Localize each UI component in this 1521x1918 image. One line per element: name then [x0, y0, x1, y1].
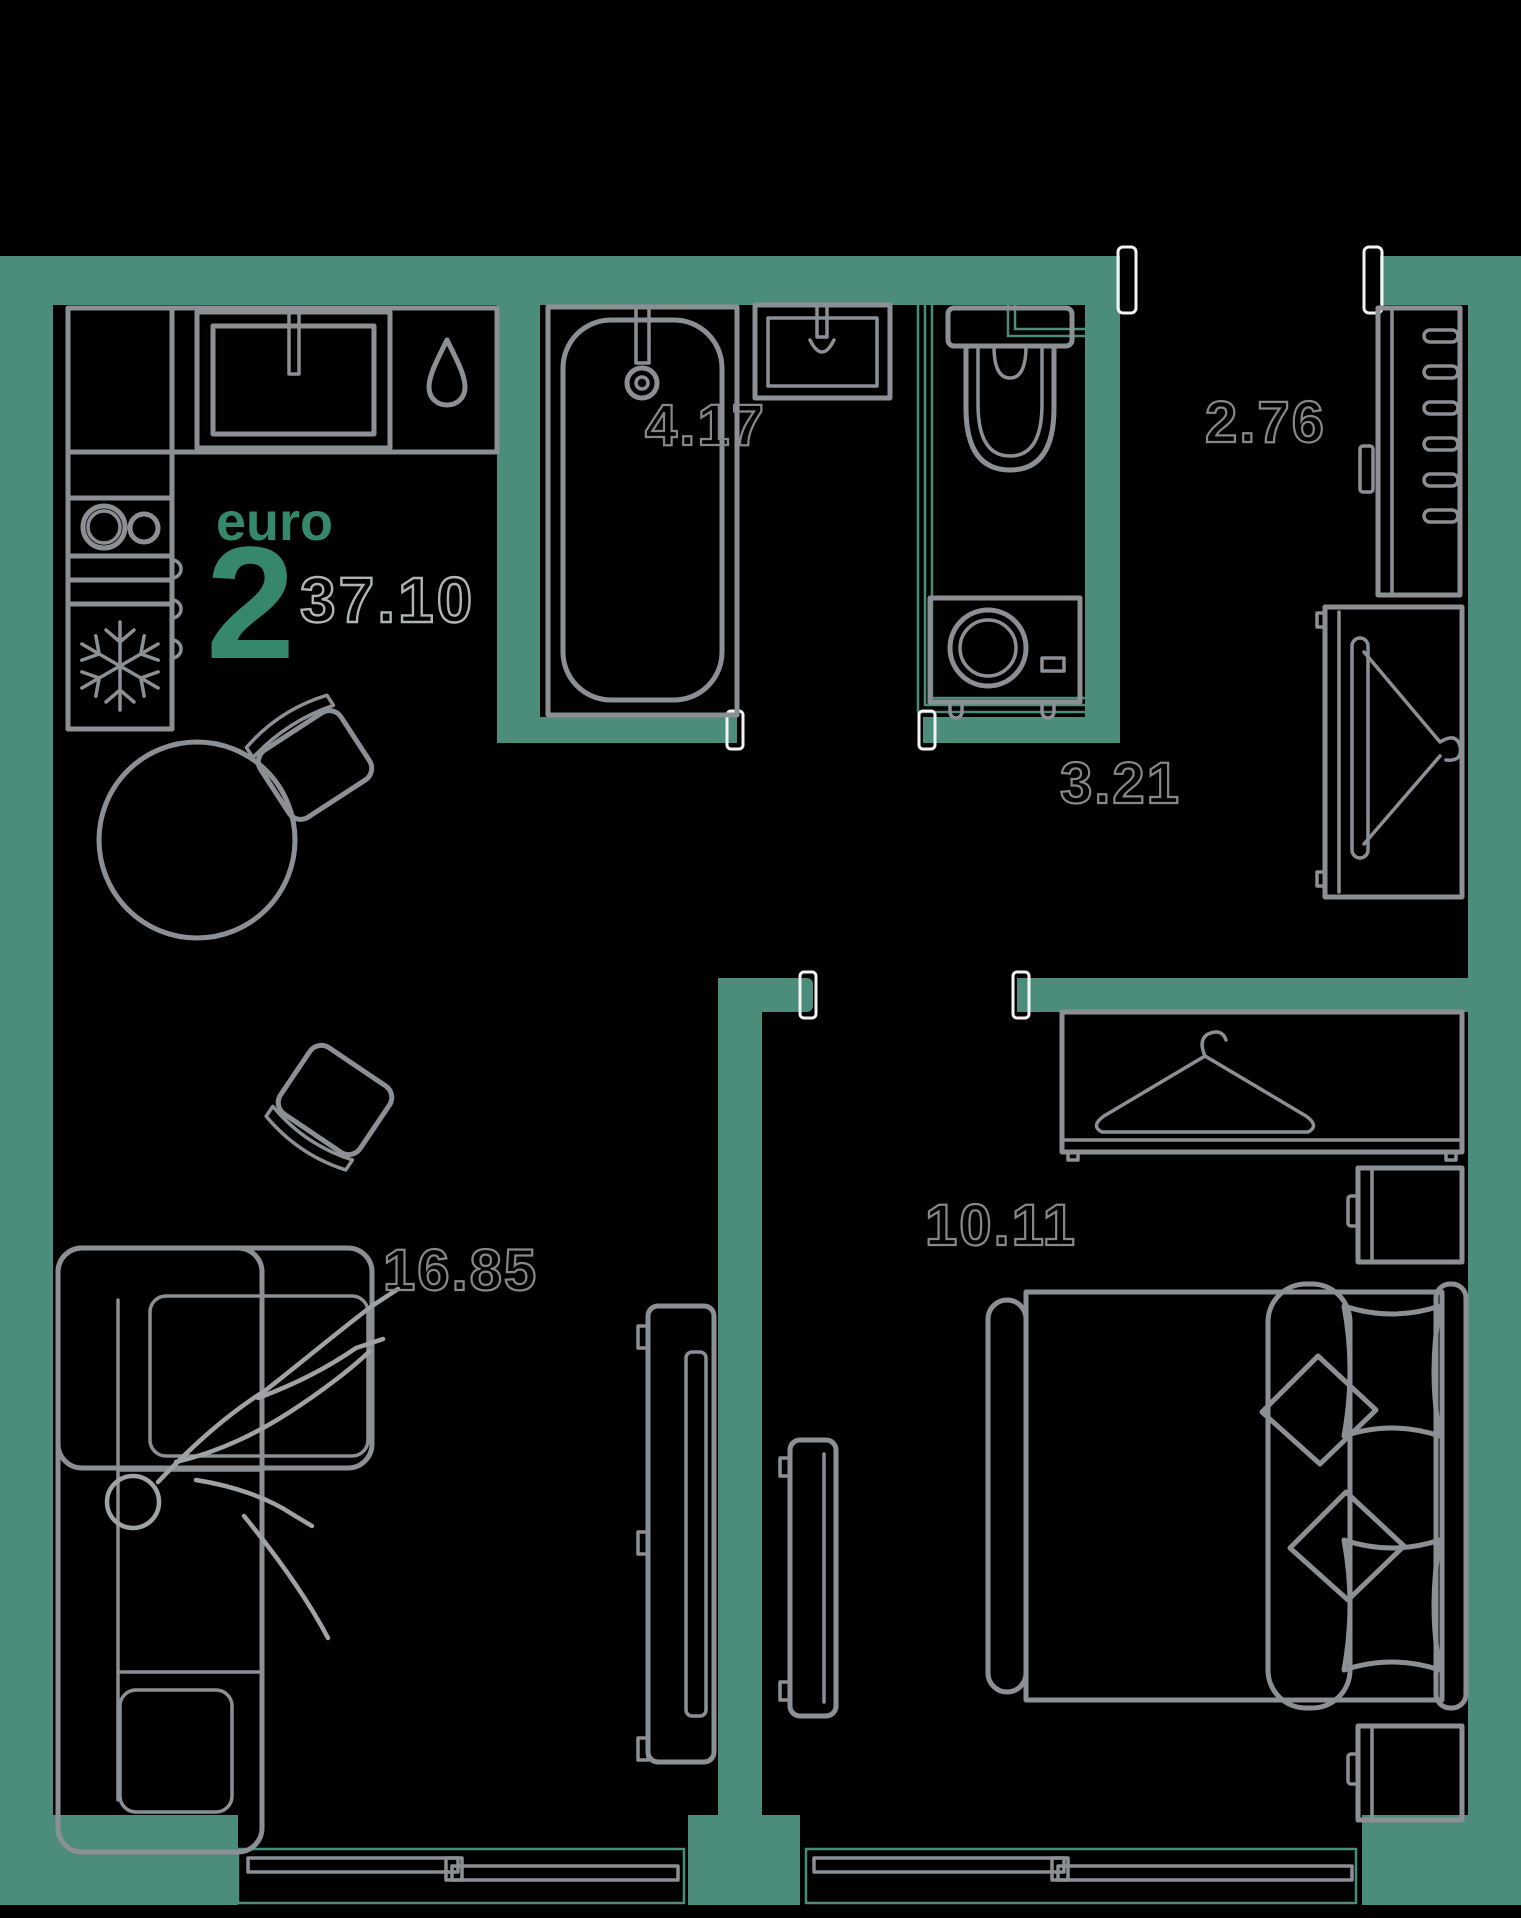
living-room	[55, 1245, 717, 1855]
duvet	[1265, 1281, 1353, 1711]
nightstand	[1346, 1165, 1465, 1265]
windows	[236, 1847, 1358, 1905]
bedroom-wardrobe	[1059, 1009, 1465, 1162]
wall-left	[0, 256, 53, 1815]
sofa	[55, 1245, 375, 1855]
entrance-door-frame-left	[1116, 245, 1138, 315]
vent-duct-lines	[916, 305, 1085, 714]
door-frames	[725, 245, 1384, 1020]
stove	[65, 495, 175, 559]
toilet	[945, 305, 1075, 473]
room-area-bedroom: 10.11	[925, 1193, 1077, 1258]
cushion	[1259, 1353, 1379, 1467]
window-living-room	[236, 1847, 686, 1905]
entrance-door-frame-right	[1362, 245, 1384, 315]
washing-machine	[927, 595, 1083, 720]
bed	[985, 1281, 1469, 1711]
person-icon	[104, 1286, 401, 1641]
entrance-hall	[1358, 305, 1463, 598]
wall-bathroom-bottom-left	[497, 717, 737, 743]
nightstand	[1346, 1723, 1465, 1823]
corridor-wardrobe	[1315, 604, 1465, 900]
wall-bottom-left-pier	[0, 1815, 238, 1905]
pillow	[1341, 1537, 1443, 1673]
dining-table	[96, 739, 298, 941]
room-area-bathroom: 4.17	[645, 393, 766, 458]
wall-bottom-mid-pier	[688, 1815, 800, 1905]
cushion	[1287, 1489, 1407, 1603]
droplet-icon	[426, 337, 468, 408]
dining-chair	[264, 1042, 395, 1172]
fridge	[65, 601, 175, 732]
rooms-count-label: 2	[206, 513, 295, 692]
dining-chair	[244, 693, 375, 822]
kitchen-counter-top	[65, 305, 500, 455]
window-bedroom	[804, 1847, 1358, 1905]
bedroom-door-frame-left	[798, 970, 818, 1020]
bedroom-door-frame-right	[1011, 970, 1031, 1020]
wall-right	[1468, 256, 1521, 1815]
snowflake-icon	[73, 620, 167, 712]
bathroom	[545, 302, 1083, 720]
bathroom-door-frame-right	[917, 709, 937, 751]
wall-switch	[1358, 444, 1375, 494]
wall-bottom-right-pier	[1362, 1815, 1521, 1905]
wall-living-bedroom	[718, 978, 762, 1838]
room-area-corridor: 3.21	[1060, 751, 1181, 816]
apartment-type-label: euro	[216, 492, 333, 552]
room-area-living: 16.85	[383, 1238, 538, 1303]
kitchen-sink	[194, 309, 393, 451]
tv-living	[636, 1303, 717, 1765]
washbasin	[752, 302, 893, 401]
wall-top	[0, 256, 1120, 305]
shoe-rack	[1375, 305, 1463, 598]
wall-bathroom-hall	[1085, 256, 1120, 743]
pillow	[1341, 1303, 1443, 1439]
kitchen	[65, 305, 500, 1172]
hanger-icon	[1350, 636, 1463, 860]
bedroom	[778, 1009, 1469, 1823]
wall-bedroom-top	[1017, 978, 1468, 1012]
wall-kitchen-bathroom	[497, 305, 540, 743]
headboard	[1433, 1281, 1469, 1711]
room-area-hall: 2.76	[1205, 390, 1326, 455]
total-area-label: 37.10	[300, 564, 475, 636]
tv-bedroom	[778, 1437, 839, 1719]
walls	[0, 256, 1521, 1905]
hanger-icon	[1094, 1030, 1316, 1134]
labels: euro 2 37.10 4.17 2.76 3.21 16.85 10.11	[206, 389, 1326, 1304]
bathtub	[545, 304, 740, 718]
